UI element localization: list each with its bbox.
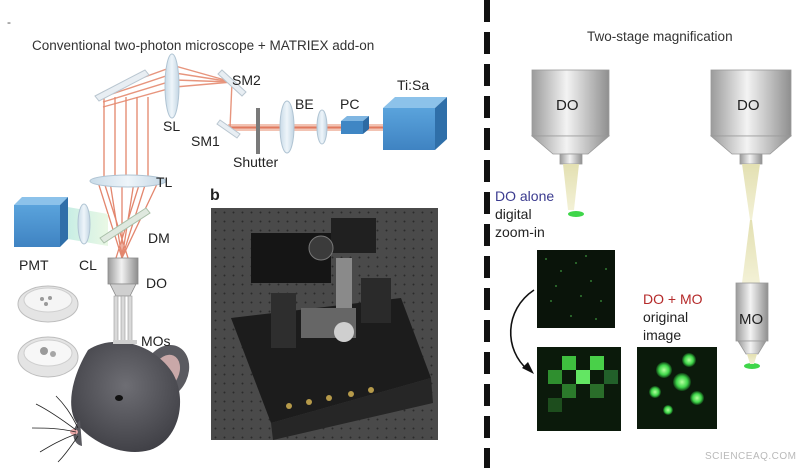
panel-divider: [484, 448, 490, 468]
panel-divider: [484, 320, 490, 342]
panel-divider: [484, 288, 490, 310]
beam-expander-lens-1: [279, 100, 295, 154]
label-pc: PC: [340, 96, 360, 112]
sm2-mirror: [217, 69, 247, 97]
label-do: DO: [146, 275, 167, 291]
corner-mark: -: [7, 15, 11, 29]
mouse-illustration: [31, 340, 190, 463]
do-mo-original-image: [637, 347, 717, 429]
fold-mirror: [94, 69, 150, 102]
collection-lens: [77, 203, 91, 245]
panel-divider: [484, 416, 490, 438]
label-do-mo: DO + MO: [643, 291, 703, 307]
cranial-window-2: [17, 336, 79, 378]
do-objective-left: [530, 69, 611, 217]
watermark: SCIENCEAQ.COM: [705, 451, 797, 462]
beam-expander-lens-2: [316, 109, 328, 145]
sm1-mirror: [216, 119, 241, 139]
panel-divider: [484, 96, 490, 118]
do-alone-zoomed-image: [537, 347, 621, 431]
panel-divider: [484, 224, 490, 246]
panel-divider: [484, 256, 490, 278]
label-tl: TL: [156, 174, 173, 190]
label-sm2: SM2: [232, 72, 261, 88]
panel-divider: [484, 128, 490, 150]
label-original: original: [643, 309, 689, 325]
label-shutter: Shutter: [233, 154, 279, 170]
label-digital: digital: [495, 206, 532, 222]
label-tisa: Ti:Sa: [397, 77, 430, 93]
micro-objectives: [113, 295, 133, 347]
panel-letter-b: b: [210, 187, 220, 204]
cranial-window-1: [17, 285, 79, 323]
microscope-diagram: [14, 53, 447, 463]
label-image: image: [643, 327, 682, 343]
mo-objective: [735, 282, 769, 369]
panel-divider: [484, 160, 490, 182]
pmt-box: [14, 197, 68, 247]
label-dm: DM: [148, 230, 170, 246]
label-zoom-in: zoom-in: [495, 224, 545, 240]
do-alone-raw-image: [537, 250, 615, 328]
label-do-left: DO: [556, 97, 579, 114]
dichroic-mirror: [99, 207, 151, 244]
pc-box: [341, 116, 369, 134]
label-cl: CL: [79, 257, 97, 273]
label-mo: MO: [739, 311, 764, 328]
label-pmt: PMT: [19, 257, 49, 273]
tisa-laser-box: [383, 97, 447, 150]
zoom-arrow: [509, 289, 535, 374]
label-do-alone: DO alone: [495, 188, 555, 204]
tube-lens: [89, 174, 167, 188]
panel-divider: [484, 64, 490, 86]
panel-divider: [484, 352, 490, 374]
label-sm1: SM1: [191, 133, 220, 149]
label-do-right: DO: [737, 97, 760, 114]
panel-divider: [484, 384, 490, 406]
magnification-diagram: [509, 69, 793, 431]
panel-divider: [484, 32, 490, 54]
label-be: BE: [295, 96, 314, 112]
panel-divider: [484, 0, 490, 22]
setup-photograph: [211, 208, 438, 440]
panel-divider: [484, 192, 490, 214]
label-mos: MOs: [141, 333, 171, 349]
laser-beam-focus: [97, 181, 159, 259]
label-sl: SL: [163, 118, 181, 134]
right-panel-title: Two-stage magnification: [587, 29, 733, 44]
laser-beam-vertical: [103, 97, 149, 180]
scan-lens: [164, 53, 180, 119]
detection-objective: [107, 257, 139, 297]
shutter: [256, 108, 260, 154]
left-panel-title: Conventional two-photon microscope + MAT…: [32, 38, 375, 53]
do-objective-right: [709, 69, 793, 283]
